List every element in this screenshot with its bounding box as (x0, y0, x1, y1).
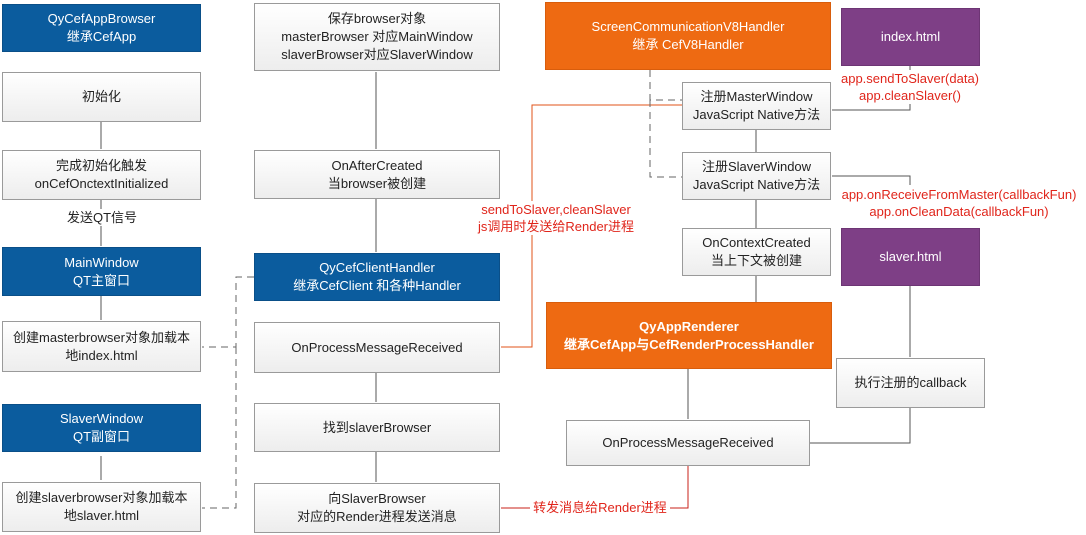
reg-slaver-label: 注册SlaverWindow JavaScript Native方法 (692, 159, 821, 192)
forward-msg-label: 转发消息给Render进程 (530, 499, 670, 516)
slaver-html-box: slaver.html (841, 228, 980, 286)
init-done-box: 完成初始化触发 onCefOnctextInitialized (2, 150, 201, 200)
qyapprenderer-box: QyAppRenderer 继承CefApp与CefRenderProcessH… (546, 302, 832, 369)
find-slaver-box: 找到slaverBrowser (254, 403, 500, 452)
reg-master-box: 注册MasterWindow JavaScript Native方法 (682, 82, 831, 130)
qycefappbrowser-box: QyCefAppBrowser 继承CefApp (2, 4, 201, 52)
save-browser-box: 保存browser对象 masterBrowser 对应MainWindow s… (254, 3, 500, 71)
init-label: 初始化 (81, 89, 121, 104)
on-after-created-label: OnAfterCreated 当browser被创建 (327, 157, 427, 191)
mainwindow-label: MainWindow QT主窗口 (64, 254, 139, 288)
master-api-label: app.sendToSlaver(data) app.cleanSlaver() (832, 70, 988, 104)
reg-master-label: 注册MasterWindow JavaScript Native方法 (692, 89, 821, 122)
on-after-created-box: OnAfterCreated 当browser被创建 (254, 150, 500, 199)
dashed-handler-to-create-slaver (202, 347, 237, 509)
client-handler-label: QyCefClientHandler 继承CefClient 和各种Handle… (293, 260, 461, 293)
index-html-box: index.html (841, 8, 980, 66)
exec-callback-label: 执行注册的callback (854, 375, 967, 390)
arrow-msg-right-to-callback (810, 408, 911, 444)
arrow-slaver-api-to-reg-slaver (832, 175, 911, 185)
screen-handler-label: ScreenCommunicationV8Handler 继承 CefV8Han… (591, 19, 785, 52)
on-process-msg-right-label: OnProcessMessageReceived (602, 435, 774, 450)
on-context-created-label: OnContextCreated 当上下文被创建 (702, 235, 811, 268)
qycefappbrowser-label: QyCefAppBrowser 继承CefApp (47, 11, 156, 44)
create-slaver-label: 创建slaverbrowser对象加载本 地slaver.html (15, 490, 188, 523)
save-browser-label: 保存browser对象 masterBrowser 对应MainWindow s… (281, 11, 473, 62)
on-process-msg-left-box: OnProcessMessageReceived (254, 322, 500, 373)
dashed-handler-to-create-master (202, 276, 254, 348)
exec-callback-box: 执行注册的callback (836, 358, 985, 408)
index-html-label: index.html (880, 29, 941, 44)
screen-handler-box: ScreenCommunicationV8Handler 继承 CefV8Han… (545, 2, 831, 70)
find-slaver-label: 找到slaverBrowser (322, 419, 432, 435)
reg-slaver-box: 注册SlaverWindow JavaScript Native方法 (682, 152, 831, 200)
qyapprenderer-label: QyAppRenderer 继承CefApp与CefRenderProcessH… (564, 318, 814, 352)
create-master-label: 创建masterbrowser对象加载本 地index.html (13, 329, 190, 363)
send-to-slaver-label: 向SlaverBrowser 对应的Render进程发送消息 (297, 491, 457, 524)
on-process-msg-left-label: OnProcessMessageReceived (291, 339, 463, 355)
send-qt-signal-label: 发送QT信号 (52, 209, 152, 226)
slaver-html-label: slaver.html (879, 249, 942, 264)
slaver-api-label: app.onReceiveFromMaster(callbackFun) app… (834, 186, 1084, 220)
on-context-created-box: OnContextCreated 当上下文被创建 (682, 228, 831, 276)
dashed-screen-to-reg-master (649, 70, 682, 101)
js-call-label: sendToSlaver,cleanSlaver js调用时发送给Render进… (466, 201, 646, 235)
init-box: 初始化 (2, 72, 201, 122)
dashed-screen-to-reg-slaver (649, 100, 682, 178)
create-master-box: 创建masterbrowser对象加载本 地index.html (2, 321, 201, 372)
mainwindow-box: MainWindow QT主窗口 (2, 247, 201, 296)
init-done-label: 完成初始化触发 onCefOnctextInitialized (34, 158, 169, 191)
slaverwindow-label: SlaverWindow QT副窗口 (59, 411, 144, 444)
send-to-slaver-box: 向SlaverBrowser 对应的Render进程发送消息 (254, 483, 500, 533)
create-slaver-box: 创建slaverbrowser对象加载本 地slaver.html (2, 482, 201, 532)
slaverwindow-box: SlaverWindow QT副窗口 (2, 404, 201, 452)
on-process-msg-right-box: OnProcessMessageReceived (566, 420, 810, 466)
client-handler-box: QyCefClientHandler 继承CefClient 和各种Handle… (254, 253, 500, 301)
